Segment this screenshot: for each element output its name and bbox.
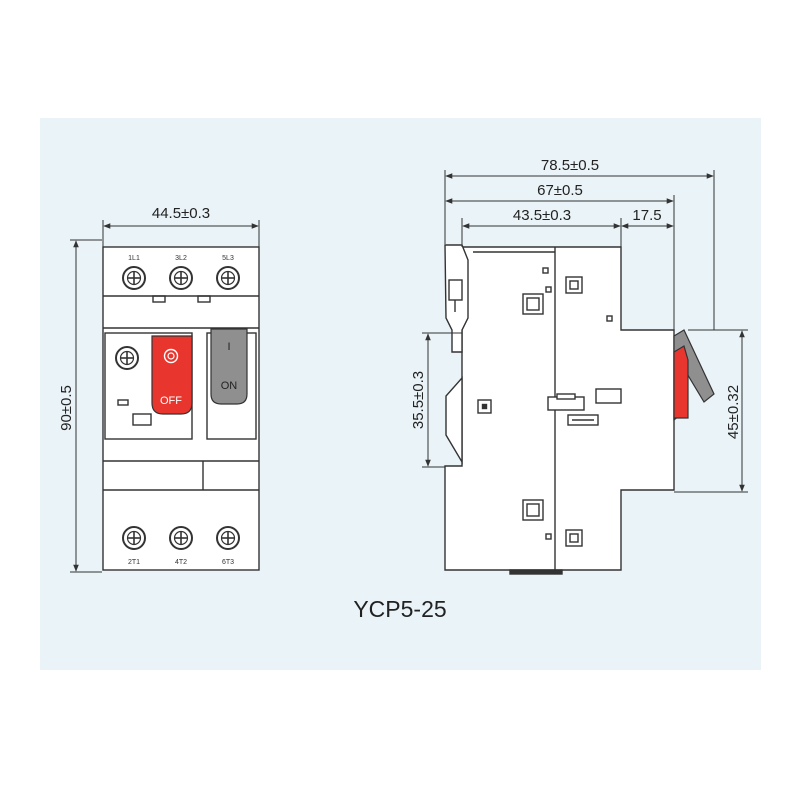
face-height-label: 45±0.32	[725, 385, 742, 439]
terminal-label: 5L3	[222, 255, 234, 262]
terminal-label: 3L2	[175, 255, 187, 262]
front-width-dimension	[102, 220, 260, 247]
terminal-label: 1L1	[128, 255, 140, 262]
terminal-label: 6T3	[222, 559, 234, 566]
terminal-label: 2T1	[128, 559, 140, 566]
dial-indicator	[117, 399, 129, 406]
terminal-screw-icon	[169, 526, 193, 550]
off-label: OFF	[160, 395, 182, 407]
face-height-dimension	[674, 329, 748, 493]
side-window	[565, 276, 583, 294]
side-off-button	[673, 345, 689, 419]
front-width-label: 44.5±0.3	[152, 205, 210, 222]
off-button-icon	[163, 348, 179, 364]
side-window	[522, 499, 544, 521]
front-height-dimension	[70, 239, 102, 573]
din-clip	[444, 244, 469, 353]
rail-height-label: 35.5±0.3	[410, 371, 427, 429]
rail-notch	[445, 376, 463, 465]
front-depth-label: 43.5±0.3	[513, 207, 571, 224]
terminal-screw-icon	[122, 526, 146, 550]
step-depth-label: 17.5	[632, 207, 661, 224]
terminal-screw-icon	[122, 266, 146, 290]
side-buttons	[673, 329, 715, 422]
terminal-screw-icon	[216, 526, 240, 550]
terminal-label: 4T2	[175, 559, 187, 566]
on-button[interactable]: I ON	[210, 328, 248, 405]
model-title: YCP5-25	[353, 596, 447, 622]
dial-window	[132, 413, 152, 426]
side-window	[565, 529, 583, 547]
side-depth-dimensions	[444, 170, 715, 330]
front-tab	[197, 295, 211, 303]
front-tab	[152, 295, 166, 303]
side-foot	[509, 569, 563, 575]
rail-height-dimension	[422, 332, 462, 468]
overall-depth-label: 78.5±0.5	[541, 157, 599, 174]
off-button[interactable]: OFF	[151, 335, 193, 415]
terminal-screw-icon	[216, 266, 240, 290]
front-height-label: 90±0.5	[58, 385, 75, 431]
side-view	[444, 244, 675, 575]
side-slot	[595, 388, 622, 404]
body-depth-label: 67±0.5	[537, 182, 583, 199]
on-label: ON	[221, 380, 238, 392]
side-window	[522, 293, 544, 315]
adjustment-dial-icon	[115, 346, 139, 370]
terminal-screw-icon	[169, 266, 193, 290]
on-symbol: I	[227, 341, 230, 353]
